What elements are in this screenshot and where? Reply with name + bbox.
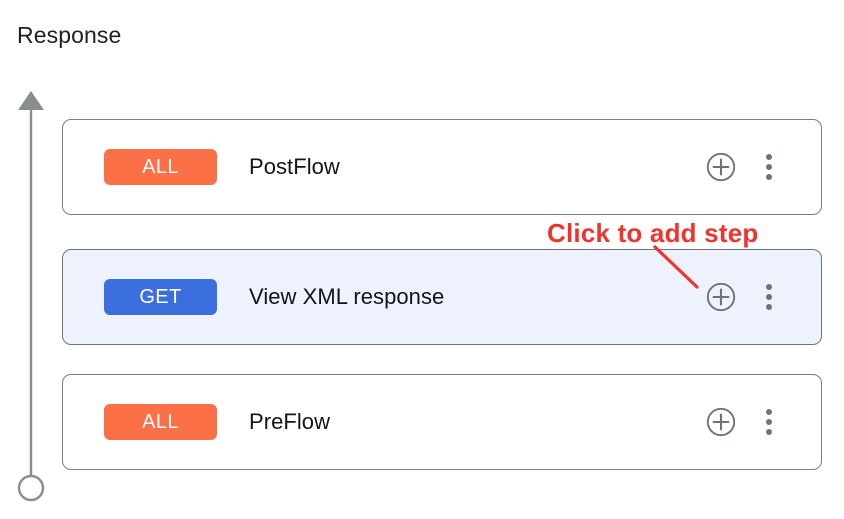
card-row: ALL PostFlow	[63, 120, 821, 214]
flow-step-label: PreFlow	[249, 409, 331, 434]
more-vertical-icon-dot	[766, 174, 772, 180]
card-row: GET View XML response	[63, 250, 821, 344]
flow-card-preflow[interactable]: ALL PreFlow	[62, 374, 822, 470]
more-vertical-icon-dot	[766, 419, 772, 425]
more-vertical-icon-dot	[766, 429, 772, 435]
rail-svg	[17, 91, 45, 502]
flow-step-label: PostFlow	[249, 154, 340, 179]
more-vertical-icon-dot	[766, 164, 772, 170]
add-step-button-row-2[interactable]	[706, 282, 736, 312]
circle-outline-icon	[17, 474, 45, 502]
plus-circle-icon	[706, 282, 736, 312]
method-badge-all: ALL	[104, 404, 217, 440]
more-vertical-icon-dot	[766, 409, 772, 415]
flow-step-label: View XML response	[249, 284, 445, 309]
more-vertical-icon-dot	[766, 294, 772, 300]
flow-card-postflow[interactable]: ALL PostFlow	[62, 119, 822, 215]
add-step-button-row-1[interactable]	[706, 152, 736, 182]
page-title: Response	[17, 22, 122, 48]
method-badge-all: ALL	[104, 149, 217, 185]
arrow-up-icon	[18, 91, 44, 110]
plus-circle-icon	[706, 152, 736, 182]
more-vertical-icon-dot	[766, 154, 772, 160]
more-options-button-row-1[interactable]	[758, 152, 780, 182]
method-badge-get: GET	[104, 279, 217, 315]
flow-direction-rail	[0, 80, 62, 514]
more-options-button-row-2[interactable]	[758, 282, 780, 312]
plus-circle-icon	[706, 407, 736, 437]
more-vertical-icon-dot	[766, 304, 772, 310]
card-row: ALL PreFlow	[63, 375, 821, 469]
add-step-button-row-3[interactable]	[706, 407, 736, 437]
flow-card-view-xml-response[interactable]: GET View XML response	[62, 249, 822, 345]
more-options-button-row-3[interactable]	[758, 407, 780, 437]
flow-step-list: ALL PostFlow GET	[62, 119, 822, 470]
more-vertical-icon-dot	[766, 284, 772, 290]
